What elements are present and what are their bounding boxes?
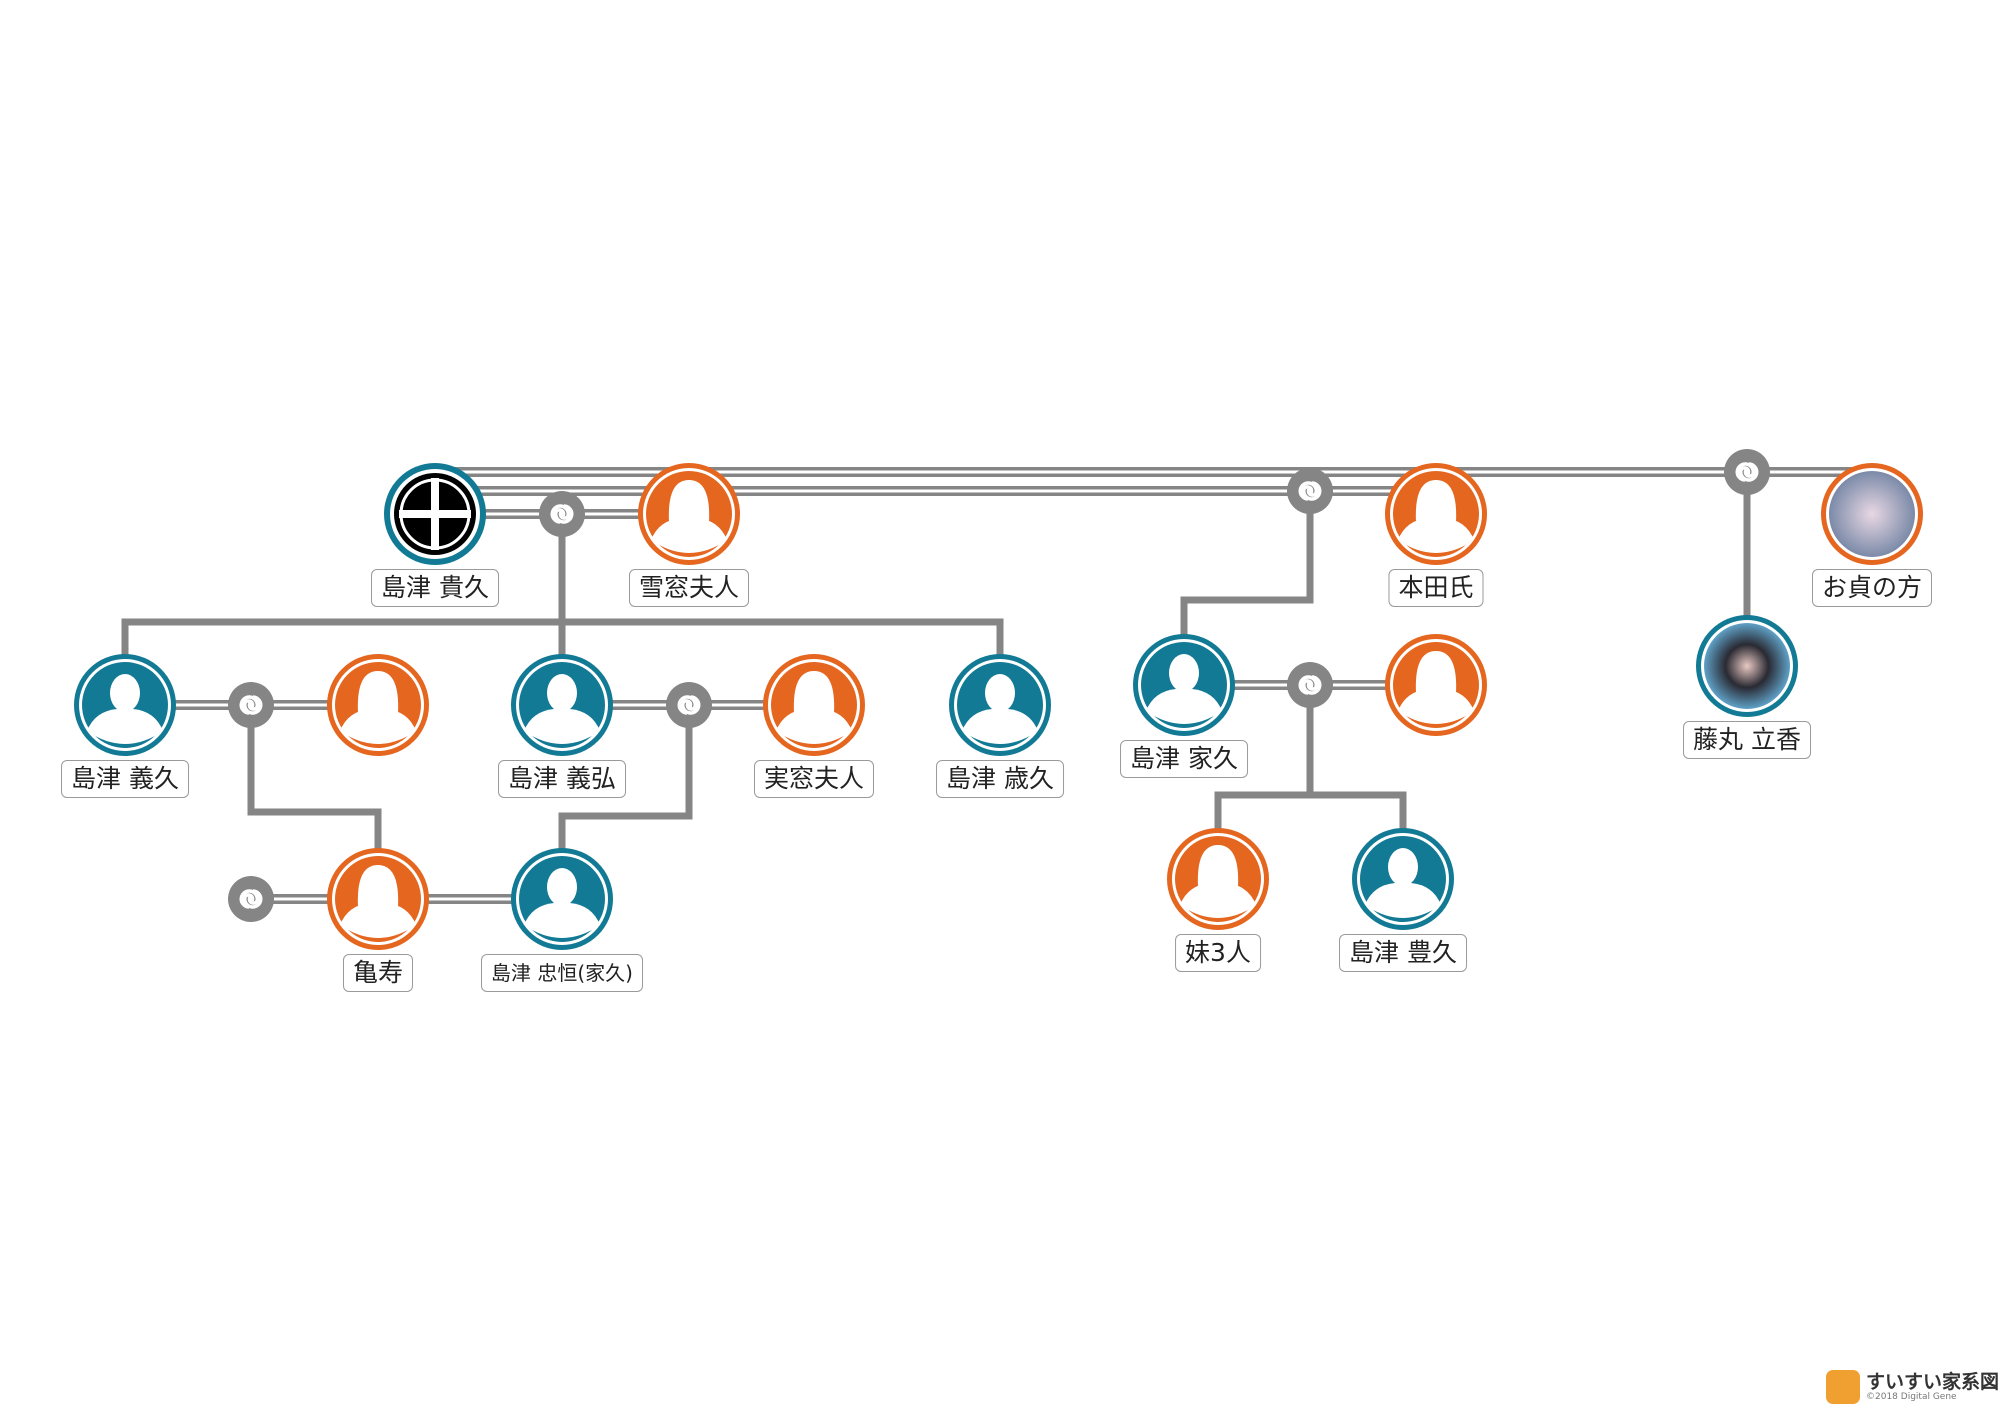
person-name-label[interactable]: 島津 貴久 <box>371 569 499 607</box>
person-node-kamejyu[interactable] <box>327 848 429 950</box>
person-name-label[interactable]: お貞の方 <box>1811 569 1933 607</box>
person-node-iehisa_wife[interactable] <box>1385 634 1487 736</box>
person-name-label[interactable]: 妹3人 <box>1175 934 1261 972</box>
person-node-fujimaru[interactable] <box>1696 615 1798 717</box>
person-silhouette-icon <box>524 868 600 938</box>
parent-child-line <box>1214 791 1407 835</box>
app-logo: すいすい家系図 ©2018 Digital Gene <box>1826 1370 1999 1404</box>
person-silhouette-icon <box>340 865 416 938</box>
person-name-label[interactable]: 島津 忠恒(家久) <box>481 954 643 992</box>
person-name-label[interactable]: 雪窓夫人 <box>628 569 750 607</box>
marriage-knot-icon[interactable] <box>228 876 274 922</box>
person-silhouette-icon <box>1365 848 1441 918</box>
person-node-toyohisa[interactable] <box>1352 828 1454 930</box>
person-name-label[interactable]: 本田氏 <box>1388 569 1484 607</box>
person-silhouette-icon <box>962 674 1038 744</box>
person-name-label[interactable]: 島津 家久 <box>1120 740 1248 778</box>
marriage-knot-icon[interactable] <box>228 682 274 728</box>
person-node-yoshihisa[interactable] <box>74 654 176 756</box>
person-node-yoshihiro[interactable] <box>511 654 613 756</box>
person-silhouette-icon <box>651 480 727 553</box>
avatar-photo <box>1704 623 1790 709</box>
person-silhouette-icon <box>524 674 600 744</box>
person-name-label[interactable]: 島津 義久 <box>61 760 189 798</box>
app-name: すいすい家系図 <box>1866 1371 2000 1393</box>
person-name-label[interactable]: 実窓夫人 <box>753 760 875 798</box>
person-silhouette-icon <box>1146 654 1222 724</box>
person-silhouette-icon <box>1398 480 1474 553</box>
person-node-takahisa[interactable] <box>384 463 486 565</box>
person-silhouette-icon <box>340 671 416 744</box>
marriage-knot-icon[interactable] <box>1724 449 1770 495</box>
person-name-label[interactable]: 亀寿 <box>342 954 414 992</box>
person-name-label[interactable]: 島津 豊久 <box>1339 934 1467 972</box>
marriage-knot-icon[interactable] <box>539 491 585 537</box>
person-name-label[interactable]: 島津 歳久 <box>936 760 1064 798</box>
person-node-otei[interactable] <box>1821 463 1923 565</box>
app-logo-icon <box>1826 1370 1860 1404</box>
person-name-label[interactable]: 島津 義弘 <box>498 760 626 798</box>
marriage-knot-icon[interactable] <box>666 682 712 728</box>
person-silhouette-icon <box>1180 845 1256 918</box>
person-node-iehisa[interactable] <box>1133 634 1235 736</box>
parent-child-line <box>247 705 382 850</box>
parent-child-line <box>558 705 693 850</box>
person-silhouette-icon <box>87 674 163 744</box>
parent-child-line <box>1180 491 1314 640</box>
person-node-honda[interactable] <box>1385 463 1487 565</box>
person-silhouette-icon <box>776 671 852 744</box>
person-node-imouto[interactable] <box>1167 828 1269 930</box>
person-node-toshihisa[interactable] <box>949 654 1051 756</box>
person-node-jitsusou[interactable] <box>763 654 865 756</box>
avatar-photo <box>1829 471 1915 557</box>
marriage-knot-icon[interactable] <box>1287 468 1333 514</box>
copyright: ©2018 Digital Gene <box>1866 1392 1957 1402</box>
marriage-knot-icon[interactable] <box>1287 662 1333 708</box>
person-node-tadatsune[interactable] <box>511 848 613 950</box>
person-node-yoshihisa_wife[interactable] <box>327 654 429 756</box>
person-node-sessou[interactable] <box>638 463 740 565</box>
person-name-label[interactable]: 藤丸 立香 <box>1683 721 1811 759</box>
person-silhouette-icon <box>1398 651 1474 724</box>
